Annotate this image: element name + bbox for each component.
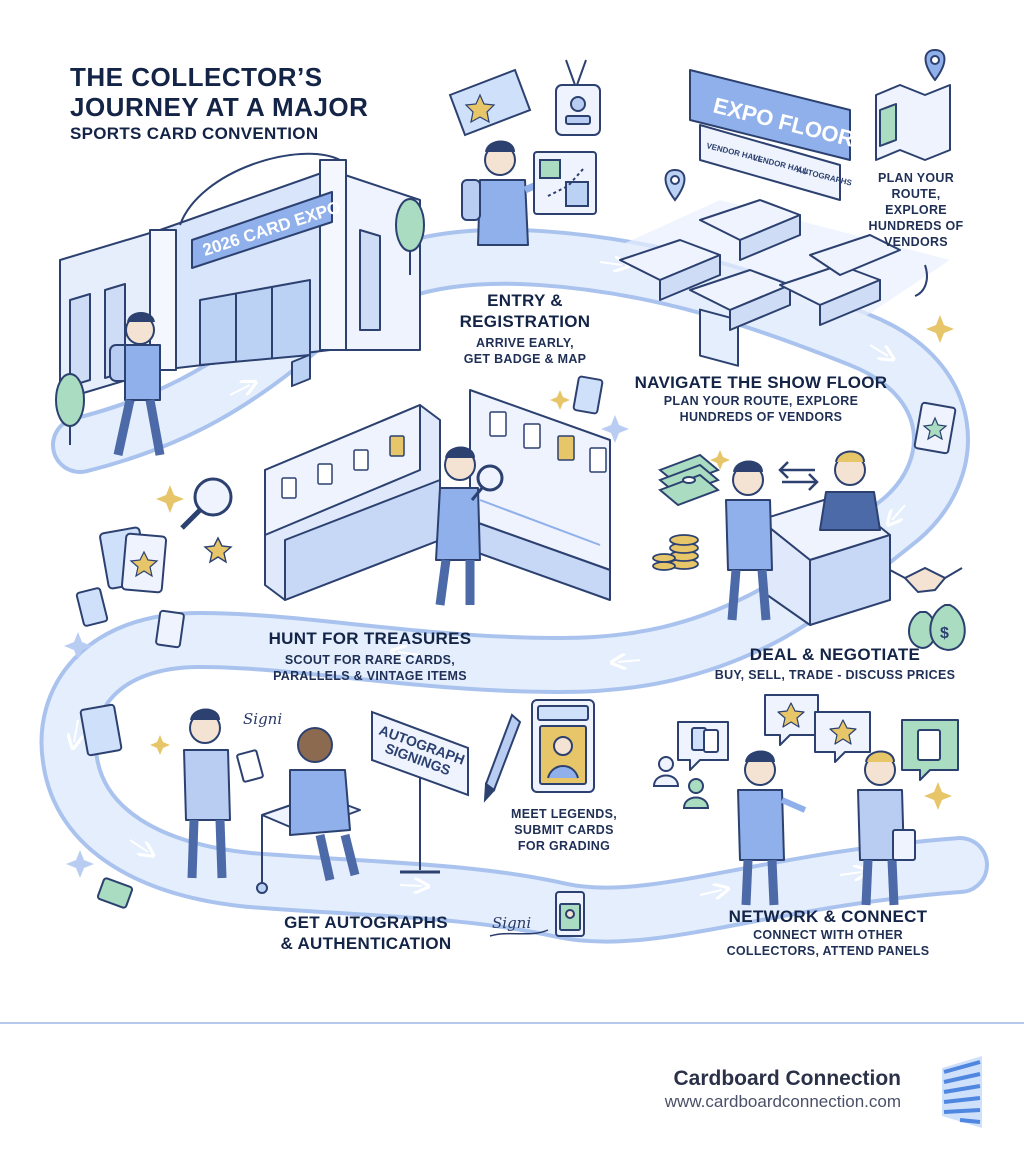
step-description: ARRIVE EARLY, (476, 336, 574, 350)
map-icon (533, 151, 597, 215)
map-note-line: HUNDREDS OF (868, 219, 964, 233)
map-note-line: PLAN YOUR (877, 171, 955, 185)
buyer-figure (725, 460, 773, 621)
legends-note: MEET LEGENDS, SUBMIT CARDS FOR GRADING (494, 806, 634, 854)
signature-scribble: Signi (243, 710, 282, 728)
svg-text:$: $ (940, 625, 949, 642)
curved-arrow (915, 264, 928, 296)
graded-card-slab (555, 891, 585, 937)
card-icon (96, 877, 134, 909)
step-network: NETWORK & CONNECT CONNECT WITH OTHER COL… (706, 906, 950, 959)
sparkle-icon (64, 415, 629, 878)
location-pin-icon (664, 168, 686, 202)
person-icon (652, 756, 710, 809)
brand-name: Cardboard Connection (673, 1067, 901, 1090)
title-line: JOURNEY AT A MAJOR (70, 92, 369, 122)
step-navigate: NAVIGATE THE SHOW FLOOR PLAN YOUR ROUTE,… (618, 372, 904, 425)
hunting-collector-figure (435, 446, 481, 606)
step-description: PARALLELS & VINTAGE ITEMS (273, 669, 467, 683)
card-slot (281, 411, 607, 499)
step-heading: NETWORK & CONNECT (728, 907, 928, 926)
step-description: GET BADGE & MAP (463, 352, 587, 366)
athlete-figure (289, 727, 360, 881)
step-heading: HUNT FOR TREASURES (268, 629, 472, 648)
step-description: SUBMIT CARDS (514, 823, 614, 837)
folded-map-icon (875, 49, 951, 161)
display-case (264, 353, 611, 601)
step-description: HUNDREDS OF VENDORS (679, 410, 843, 424)
step-description: CONNECT WITH OTHER (753, 928, 903, 942)
graded-card-slab (531, 699, 595, 793)
ticket-icon (448, 68, 532, 137)
step-entry: ENTRY & REGISTRATION ARRIVE EARLY, GET B… (440, 290, 610, 367)
pen-icon (483, 713, 522, 803)
brand-block: Cardboard Connection www.cardboardconnec… (665, 1066, 901, 1113)
networking-collector-figure (737, 750, 916, 906)
sparkle-icon (150, 315, 954, 810)
footer (0, 1024, 1024, 1154)
step-deal: DEAL & NEGOTIATE BUY, SELL, TRADE - DISC… (690, 644, 980, 683)
step-heading: GET AUTOGRAPHS (284, 913, 448, 932)
step-heading: REGISTRATION (459, 312, 591, 331)
page-title: THE COLLECTOR’S JOURNEY AT A MAJOR SPORT… (70, 62, 410, 146)
handshake-icon (889, 566, 963, 594)
walking-collector-figure (109, 312, 165, 456)
step-description: PLAN YOUR ROUTE, EXPLORE (663, 394, 859, 408)
brand-url[interactable]: www.cardboardconnection.com (664, 1092, 901, 1111)
brand-logo-icon (942, 1056, 982, 1128)
cash-stack-icon (658, 453, 720, 507)
magnifier-icon (180, 464, 504, 530)
step-autographs: GET AUTOGRAPHS & AUTHENTICATION (258, 912, 474, 954)
expo-floor-area (610, 69, 950, 367)
signature-scribble: Signi (492, 914, 531, 932)
dealer-figure (819, 450, 881, 531)
footer-divider (0, 1022, 1024, 1024)
map-note-line: VENDORS (884, 235, 948, 249)
journey-path (39, 227, 989, 944)
map-note: PLAN YOUR ROUTE, EXPLORE HUNDREDS OF VEN… (856, 170, 976, 250)
registered-collector-figure (461, 140, 550, 246)
title-subline: SPORTS CARD CONVENTION (70, 124, 319, 143)
fan-figure (183, 708, 264, 879)
step-description: SCOUT FOR RARE CARDS, (284, 653, 456, 667)
step-heading: & AUTHENTICATION (280, 934, 452, 953)
map-note-line: EXPLORE (885, 203, 947, 217)
journey-illustration: 2026 CARD EXPO (39, 49, 989, 944)
coin-stack-icon (652, 534, 699, 571)
step-heading: ENTRY & (487, 291, 563, 310)
money-bag-icon: $ (908, 604, 966, 652)
step-description: BUY, SELL, TRADE - DISCUSS PRICES (714, 668, 956, 682)
map-note-line: ROUTE, (891, 187, 941, 201)
chat-bubble-icon (677, 694, 959, 781)
step-description: MEET LEGENDS, (511, 807, 617, 821)
step-description: FOR GRADING (517, 839, 611, 853)
autograph-sign (371, 710, 469, 874)
star-card-icon (75, 375, 957, 757)
tree-icon (55, 198, 425, 445)
step-description: COLLECTORS, ATTEND PANELS (726, 944, 930, 958)
signature-underline (489, 929, 549, 937)
step-heading: DEAL & NEGOTIATE (749, 645, 921, 664)
badge-icon (555, 59, 601, 136)
step-hunt: HUNT FOR TREASURES SCOUT FOR RARE CARDS,… (250, 628, 490, 684)
exchange-arrows-icon (778, 461, 819, 491)
title-line: THE COLLECTOR’S (70, 62, 323, 92)
step-heading: NAVIGATE THE SHOW FLOOR (634, 373, 888, 392)
